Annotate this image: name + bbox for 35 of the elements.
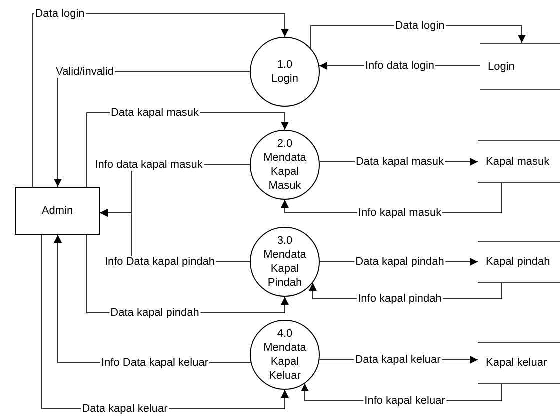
store-name: Kapal pindah — [486, 255, 550, 269]
edge-label: Data kapal pindah — [354, 256, 446, 268]
data-store — [478, 241, 560, 283]
edge-label: Data login — [394, 20, 446, 32]
process-name: Mendata Kapal Pindah — [262, 248, 308, 290]
data-store — [478, 140, 560, 183]
edge-label: Info kapal pindah — [357, 293, 443, 305]
edge-label: Info kapal masuk — [357, 207, 443, 219]
edge-label: Data kapal keluar — [354, 354, 442, 366]
edge-label: Data kapal masuk — [354, 156, 446, 168]
edge-label: Data kapal masuk — [110, 107, 200, 119]
entity-name: Admin — [42, 204, 74, 218]
process-name: Login — [270, 72, 300, 86]
data-store — [478, 342, 560, 384]
edge-label: Data kapal keluar — [81, 403, 169, 415]
process-name: Mendata Kapal Masuk — [262, 151, 308, 193]
process-name: Mendata Kapal Keluar — [262, 341, 308, 383]
edge-label: Info Data kapal pindah — [104, 256, 216, 268]
process-number: 4.0 — [277, 327, 293, 341]
process-number: 2.0 — [277, 137, 293, 151]
edge-label: Data login — [34, 8, 86, 20]
edge-label: Info data kapal masuk — [94, 159, 204, 171]
store-name: Kapal keluar — [486, 356, 548, 370]
edge-label: Data kapal pindah — [110, 307, 200, 319]
edge-label: Valid/invalid — [55, 66, 115, 78]
store-name: Login — [488, 60, 515, 74]
store-name: Kapal masuk — [486, 154, 550, 168]
data-flow-arrow — [32, 14, 289, 188]
process-number: 3.0 — [277, 234, 293, 248]
edge-label: Info Data kapal keluar — [100, 357, 210, 369]
external-entity-box — [15, 187, 100, 235]
data-store — [480, 43, 560, 90]
edge-label: Info kapal keluar — [364, 395, 446, 407]
process-number: 1.0 — [277, 58, 293, 72]
edge-label: Info data login — [364, 60, 436, 72]
